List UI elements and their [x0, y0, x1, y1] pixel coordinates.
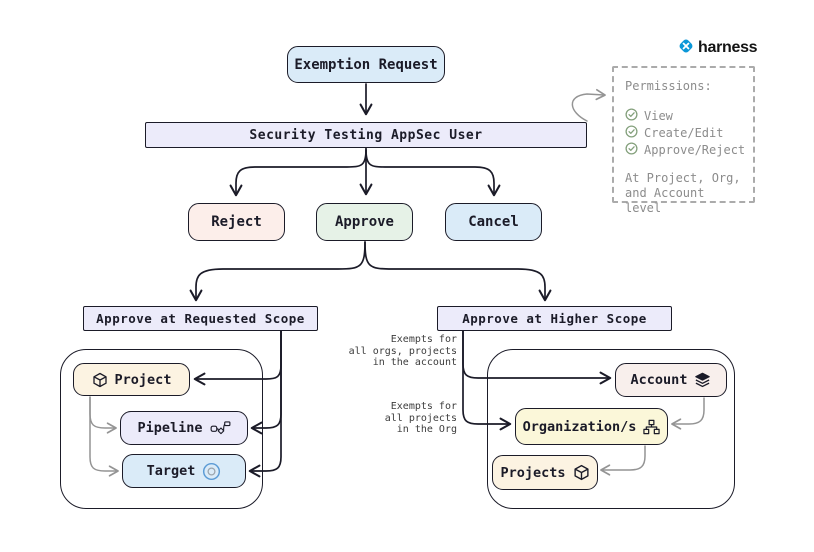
node-label: Projects: [500, 464, 566, 481]
permission-label: View: [644, 108, 673, 123]
brand-name: harness: [698, 39, 758, 56]
annotation-org-scope: Exempts for all projects in the Org: [384, 401, 457, 435]
node-approve-higher-scope: Approve at Higher Scope: [437, 306, 672, 331]
node-cancel: Cancel: [445, 203, 542, 241]
pipeline-flow-icon: [210, 420, 231, 436]
cube-icon: [573, 464, 590, 481]
node-projects: Projects: [492, 455, 598, 490]
node-target: Target: [122, 454, 246, 488]
check-circle-icon: [625, 107, 638, 124]
node-label: Target: [146, 463, 196, 479]
check-circle-icon: [625, 141, 638, 158]
node-approve: Approve: [316, 203, 413, 241]
node-approve-requested-scope: Approve at Requested Scope: [83, 306, 318, 331]
node-label: Reject: [211, 214, 262, 230]
node-security-appsec-user: Security Testing AppSec User: [145, 122, 587, 148]
node-label: Approve: [334, 214, 394, 230]
node-label: Organization/s: [522, 418, 637, 435]
cube-icon: [92, 372, 108, 388]
node-organizations: Organization/s: [515, 408, 668, 445]
layers-icon: [694, 372, 711, 388]
node-account: Account: [615, 363, 727, 397]
check-circle-icon: [625, 124, 638, 141]
annotation-account-scope: Exempts for all orgs, projects in the ac…: [348, 334, 457, 368]
org-chart-icon: [643, 419, 661, 435]
brand-logo: harness: [677, 37, 758, 59]
target-circles-icon: [202, 462, 221, 481]
node-label: Project: [114, 371, 172, 388]
node-label: Cancel: [468, 214, 519, 230]
bar-label: Approve at Requested Scope: [96, 311, 305, 326]
permission-item: Approve/Reject: [625, 141, 745, 158]
permissions-title: Permissions:: [625, 79, 712, 93]
permission-label: Create/Edit: [644, 125, 724, 140]
node-reject: Reject: [188, 203, 285, 241]
permission-item: View: [625, 107, 745, 124]
bar-label: Security Testing AppSec User: [249, 127, 483, 143]
node-exemption-request: Exemption Request: [287, 46, 445, 83]
harness-x-icon: [677, 37, 695, 59]
permission-item: Create/Edit: [625, 124, 745, 141]
permission-label: Approve/Reject: [644, 142, 746, 157]
permissions-panel: Permissions: View Create/Edit: [612, 66, 755, 215]
permissions-footer: At Project, Org, and Account level: [625, 171, 741, 215]
node-project: Project: [73, 363, 190, 396]
node-label: Exemption Request: [294, 56, 438, 73]
bar-label: Approve at Higher Scope: [462, 311, 647, 326]
node-pipeline: Pipeline: [120, 411, 248, 445]
node-label: Account: [630, 372, 688, 388]
node-label: Pipeline: [137, 420, 203, 436]
